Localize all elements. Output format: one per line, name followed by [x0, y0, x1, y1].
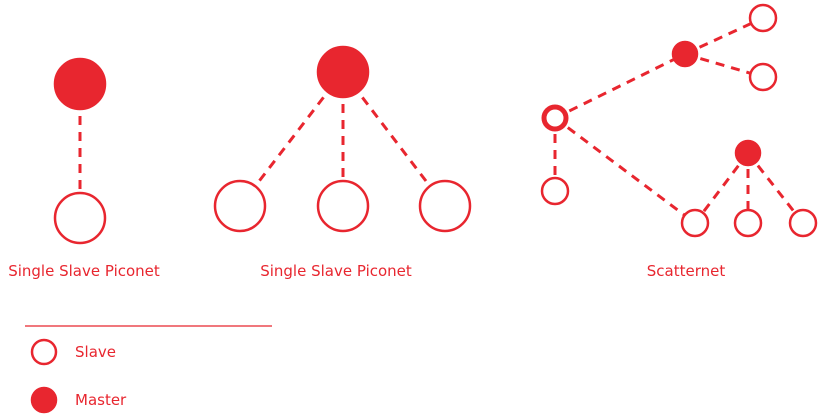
diagram-caption: Single Slave Piconet: [8, 262, 160, 280]
legend-slave-icon: [30, 338, 58, 366]
diagram-caption: Scatternet: [647, 262, 726, 280]
master-node: [53, 57, 107, 111]
slave-node: [748, 62, 778, 92]
slave-node: [316, 179, 370, 233]
link: [341, 71, 447, 207]
scatternet: Scatternet: [540, 3, 818, 280]
slave-node: [733, 208, 763, 238]
master-node: [734, 139, 762, 167]
slave-node: [680, 208, 710, 238]
link: [684, 16, 764, 56]
slave-node: [788, 208, 818, 238]
legend-slave-label: Slave: [75, 343, 116, 361]
legend-master-icon: [30, 386, 58, 414]
link: [554, 116, 696, 225]
diagram-caption: Single Slave Piconet: [260, 262, 412, 280]
slave-node: [540, 176, 570, 206]
slave-node: [213, 179, 267, 233]
master-node: [671, 40, 699, 68]
piconet-2: Single Slave Piconet: [213, 45, 472, 280]
master-node: [316, 45, 370, 99]
bridge-node: [541, 104, 569, 132]
piconet-1: Single Slave Piconet: [8, 57, 160, 280]
slave-node: [53, 191, 107, 245]
legend: Slave Master: [25, 325, 272, 414]
link: [238, 71, 345, 207]
legend-master-label: Master: [75, 391, 127, 409]
link: [554, 52, 686, 120]
slave-node: [418, 179, 472, 233]
slave-node: [748, 3, 778, 33]
